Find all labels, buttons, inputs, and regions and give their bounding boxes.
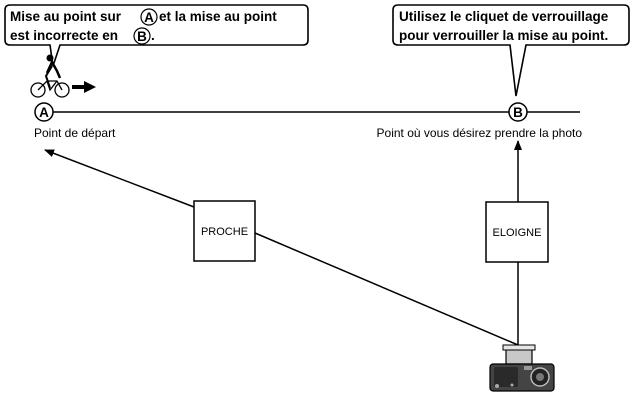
callout-right-line-1: Utilisez le cliquet de verrouillage bbox=[399, 9, 609, 24]
point-a: A Point de départ bbox=[34, 102, 116, 140]
camera-icon bbox=[489, 344, 555, 392]
marker-b-inline: B bbox=[137, 29, 147, 44]
line-camera-to-near bbox=[254, 232, 519, 346]
marker-circle-b-inline bbox=[133, 27, 151, 45]
marker-a: A bbox=[39, 105, 49, 120]
point-b-label: Point où vous désirez prendre la photo bbox=[377, 126, 583, 140]
arrow-right-icon bbox=[72, 81, 96, 93]
marker-b: B bbox=[513, 105, 523, 120]
marker-a-inline: A bbox=[144, 10, 154, 25]
callout-left-text-1a: Mise au point sur bbox=[10, 9, 122, 24]
callout-left: Mise au point sur A et la mise au point … bbox=[4, 4, 309, 67]
point-a-label: Point de départ bbox=[34, 126, 116, 140]
marker-circle-a bbox=[34, 102, 54, 122]
callout-left-text-1b: et la mise au point bbox=[159, 9, 277, 24]
callout-right-line-2: pour verrouiller la mise au point. bbox=[399, 28, 608, 43]
box-far: ELOIGNE bbox=[485, 201, 549, 263]
callout-left-text-2a: est incorrecte en bbox=[10, 28, 118, 43]
cyclist-icon bbox=[30, 54, 70, 98]
box-near-label: PROCHE bbox=[201, 226, 248, 238]
box-near: PROCHE bbox=[193, 200, 256, 262]
point-b: B Point où vous désirez prendre la photo bbox=[377, 102, 583, 140]
arrow-to-point-a bbox=[44, 149, 195, 208]
box-far-label: ELOIGNE bbox=[493, 227, 542, 239]
callout-right: Utilisez le cliquet de verrouillage pour… bbox=[392, 4, 630, 97]
marker-circle-a-inline bbox=[140, 8, 158, 26]
callout-left-text-2b: . bbox=[151, 28, 155, 43]
svg-text:Mise au point sur: Mise au point sur bbox=[10, 9, 122, 24]
marker-circle-b bbox=[508, 102, 528, 122]
